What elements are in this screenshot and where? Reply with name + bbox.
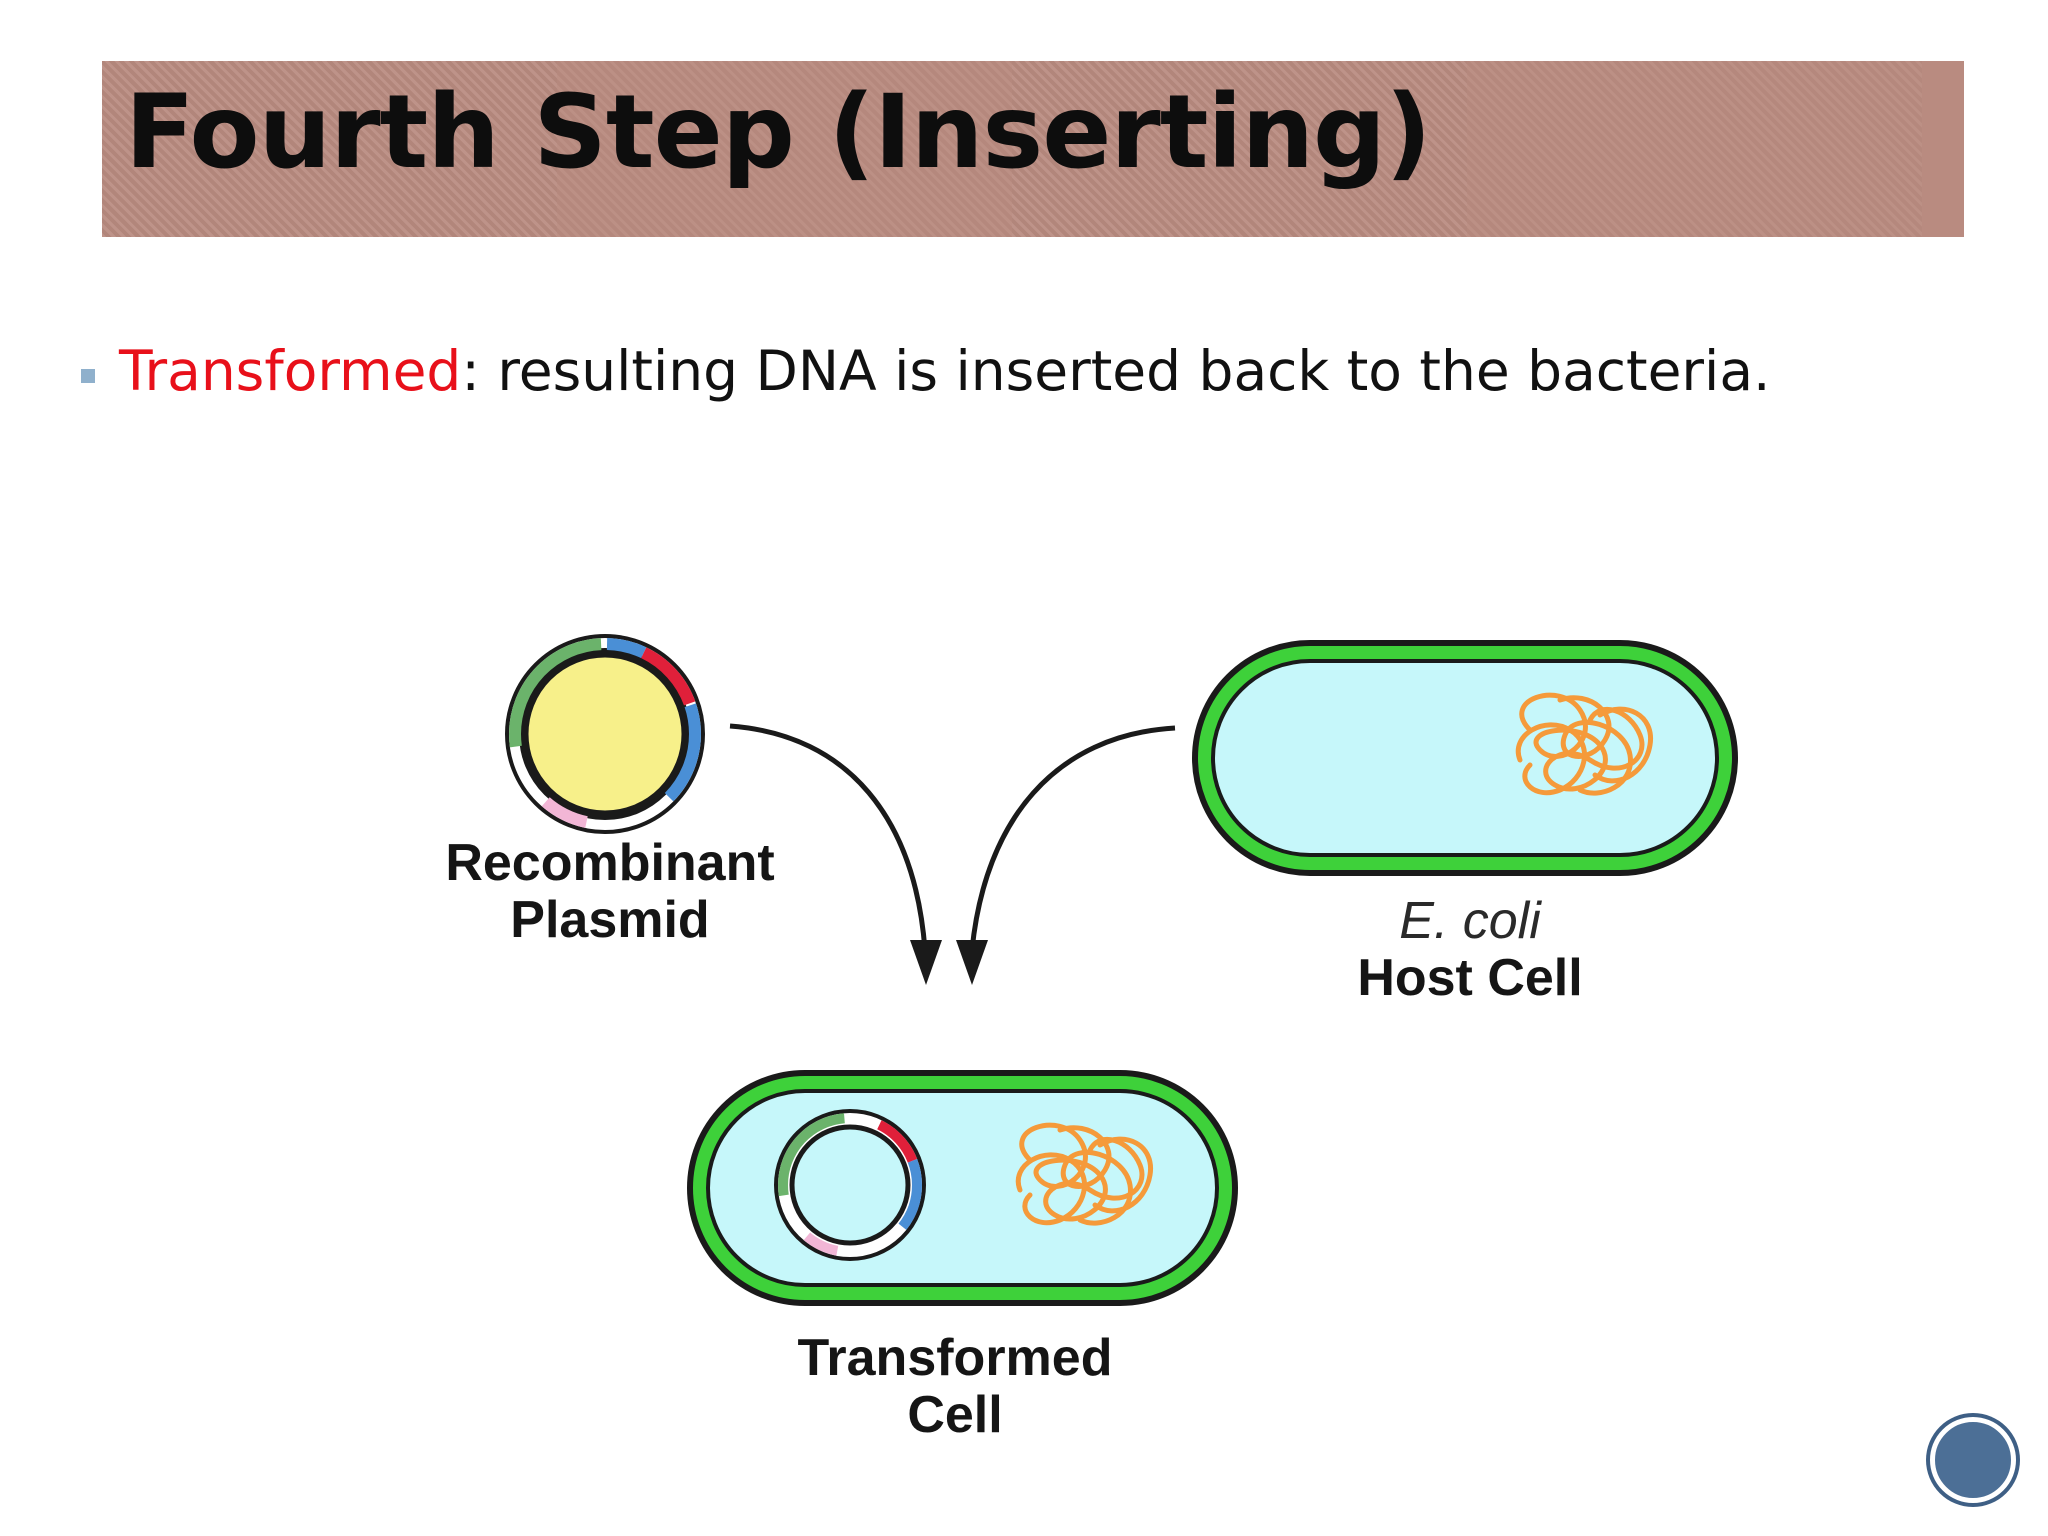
arrowheads <box>910 940 988 985</box>
transformed-cell-label: Transformed Cell <box>745 1329 1165 1445</box>
arrows <box>729 723 1176 951</box>
result-label-line2: Cell <box>907 1386 1003 1445</box>
chromosome-icon <box>1515 692 1653 796</box>
small-plasmid-icon <box>774 1109 926 1261</box>
title-bar <box>102 61 1964 237</box>
transformed-cell <box>687 1070 1238 1306</box>
chromosome-icon <box>1015 1122 1153 1226</box>
host-cell-label: E. coli Host Cell <box>1260 892 1680 1008</box>
bullet-term: Transformed <box>119 339 462 403</box>
ecoli-host-cell <box>1192 640 1738 876</box>
host-label-line2: Host Cell <box>1357 949 1583 1008</box>
plasmid-label: Recombinant Plasmid <box>400 834 820 950</box>
bullet-description: : resulting DNA is inserted back to the … <box>461 339 1771 403</box>
circle-button-icon[interactable] <box>1930 1417 2016 1503</box>
bullet-marker-icon <box>81 369 95 383</box>
bullet-text: Transformed: resulting DNA is inserted b… <box>119 344 1771 399</box>
plasmid-label-line1: Recombinant <box>445 834 775 892</box>
host-label-line1: E. coli <box>1399 892 1541 950</box>
plasmid-label-line2: Plasmid <box>510 891 710 950</box>
recombinant-plasmid <box>505 634 705 834</box>
result-label-line1: Transformed <box>797 1329 1113 1387</box>
slide-title: Fourth Step (Inserting) <box>125 73 1432 192</box>
